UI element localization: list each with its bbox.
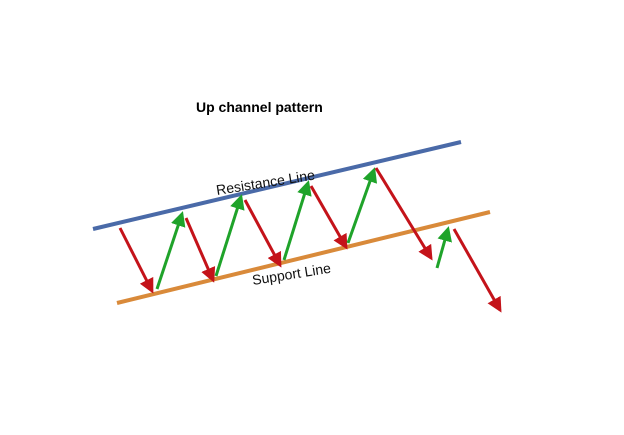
down-arrow	[243, 199, 282, 268]
down-arrow	[184, 217, 216, 283]
diagram-title: Up channel pattern	[196, 99, 323, 115]
up-arrow	[282, 180, 312, 261]
down-arrow	[374, 167, 433, 261]
down-arrow	[452, 228, 502, 313]
support-line-label: Support Line	[251, 260, 332, 288]
up-arrow	[155, 211, 186, 290]
price-arrows	[118, 167, 502, 313]
resistance-line-label: Resistance Line	[215, 167, 316, 198]
up-arrow	[435, 226, 452, 269]
down-arrow	[118, 227, 154, 294]
down-arrow	[309, 185, 348, 250]
up-arrow	[214, 194, 245, 277]
up-arrow	[346, 167, 378, 244]
support-line	[116, 210, 491, 305]
resistance-line	[92, 140, 462, 231]
